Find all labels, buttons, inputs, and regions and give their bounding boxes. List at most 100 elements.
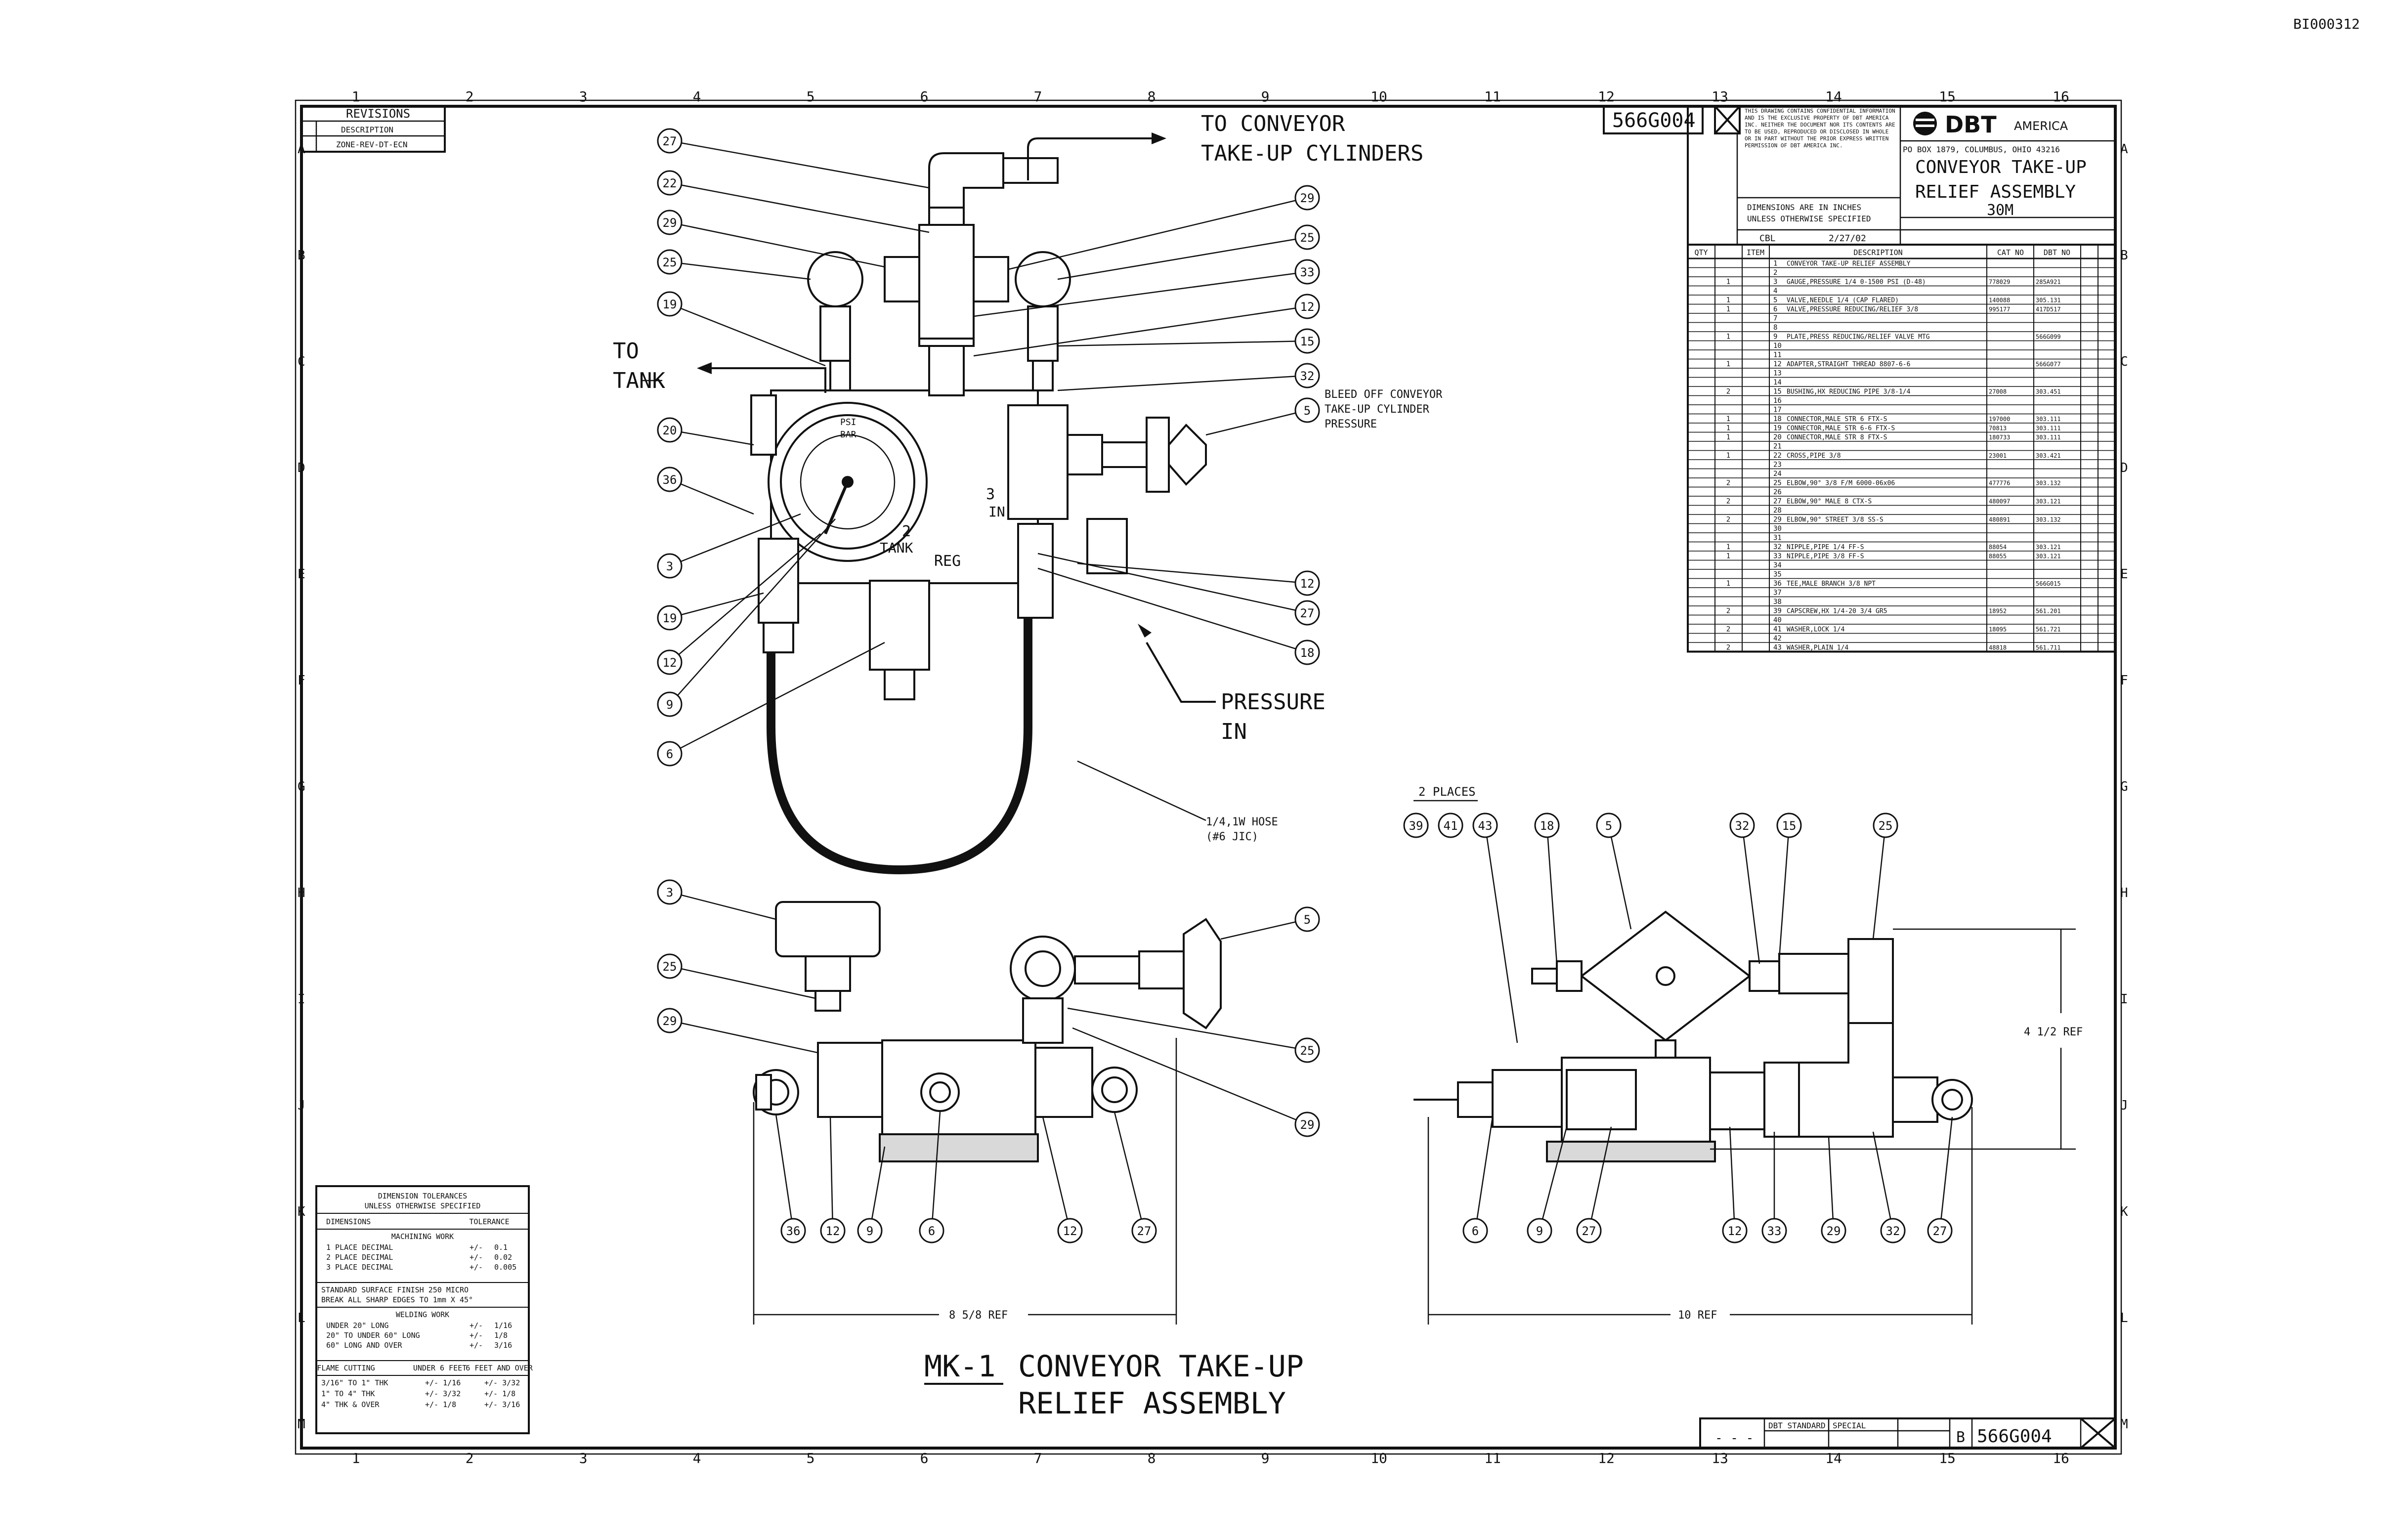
bom-item: 34 — [1773, 561, 1782, 569]
tolerance-text: 6 FEET AND OVER — [466, 1364, 533, 1372]
grid-column-label: 12 — [1598, 88, 1615, 105]
item-balloon-number: 6 — [928, 1224, 935, 1238]
grid-row-label: C — [298, 354, 305, 369]
pressure-in-line-2: IN — [1221, 719, 1247, 744]
bom-item: 38 — [1773, 598, 1782, 606]
bom-item: 37 — [1773, 589, 1782, 597]
bom-qty: 2 — [1726, 644, 1730, 652]
bom-cat-no: 477776 — [1989, 480, 2010, 487]
item-balloon — [857, 1218, 883, 1243]
tolerance-text: WELDING WORK — [396, 1310, 449, 1319]
dim-4-1-2-ref: 4 1/2 REF — [2024, 1026, 2083, 1038]
to-conveyor-line-2: TAKE-UP CYLINDERS — [1201, 141, 1423, 166]
item-balloon-number: 6 — [666, 747, 673, 761]
bom-cat-no: 88055 — [1989, 553, 2007, 560]
item-balloon — [657, 741, 683, 767]
bom-item: 23 — [1773, 461, 1782, 469]
bom-dbt-no: 285A921 — [2036, 279, 2061, 286]
bom-item: 13 — [1773, 370, 1782, 378]
bom-header: DESCRIPTION — [1853, 248, 1902, 257]
item-balloon-number: 12 — [663, 656, 677, 670]
grid-column-label: 14 — [1825, 88, 1842, 105]
item-balloon — [1472, 813, 1498, 838]
sheet-border-outer — [295, 99, 2122, 1455]
item-balloon-number: 22 — [663, 176, 677, 190]
grid-column-label: 9 — [1261, 88, 1270, 105]
bom-dbt-no: 303.111 — [2036, 434, 2061, 441]
tolerance-text: 20" TO UNDER 60" LONG — [326, 1331, 420, 1340]
item-balloon-number: 3 — [666, 559, 673, 573]
tolerance-text: 0.1 — [494, 1243, 508, 1252]
grid-row-label: D — [298, 461, 305, 475]
tolerance-text: +/- — [470, 1253, 483, 1262]
bom-item: 32 — [1773, 543, 1782, 551]
bom-qty: 1 — [1726, 553, 1730, 560]
bom-qty: 2 — [1726, 516, 1730, 524]
bom-dbt-no: 303.421 — [2036, 452, 2061, 459]
bom-description: BUSHING,HX REDUCING PIPE 3/8-1/4 — [1787, 388, 1911, 396]
bom-description: CONVEYOR TAKE-UP RELIEF ASSEMBLY — [1787, 260, 1911, 268]
bom-item: 15 — [1773, 388, 1782, 396]
item-balloon — [1880, 1218, 1906, 1243]
item-balloon-number: 39 — [1409, 819, 1423, 833]
item-balloon — [1294, 570, 1320, 596]
tolerance-text: UNLESS OTHERWISE SPECIFIED — [365, 1201, 481, 1210]
bom-qty: 1 — [1726, 415, 1730, 423]
bottom-rev: B — [1956, 1429, 1965, 1446]
grid-column-label: 4 — [693, 1450, 701, 1466]
bom-qty: 1 — [1726, 360, 1730, 368]
tolerance-text: BREAK ALL SHARP EDGES TO 1mm X 45° — [321, 1295, 473, 1304]
item-balloon-number: 5 — [1304, 404, 1311, 418]
item-balloon — [657, 128, 683, 154]
item-balloon — [657, 210, 683, 235]
bom-qty: 2 — [1726, 498, 1730, 506]
bleed-note-line-2: TAKE-UP CYLINDER — [1325, 403, 1430, 416]
bom-dbt-no: 303.132 — [2036, 516, 2061, 523]
tolerance-text: 4" THK & OVER — [321, 1400, 380, 1409]
bom-cat-no: 778029 — [1989, 279, 2010, 286]
item-balloon-number: 29 — [1300, 1118, 1315, 1132]
bom-header: ITEM — [1747, 248, 1764, 257]
grid-row-label: G — [298, 779, 305, 794]
item-balloon — [1057, 1218, 1083, 1243]
bom-description: CAPSCREW,HX 1/4-20 3/4 GR5 — [1787, 608, 1887, 615]
bom-item: 16 — [1773, 397, 1782, 405]
item-balloon — [657, 291, 683, 317]
bom-item: 11 — [1773, 351, 1782, 359]
bom-description: VALVE,NEEDLE 1/4 (CAP FLARED) — [1787, 297, 1899, 304]
grid-row-label: E — [2120, 567, 2128, 582]
item-balloon — [1534, 813, 1560, 838]
item-balloon-number: 9 — [1536, 1224, 1543, 1238]
bom-item: 9 — [1773, 333, 1777, 341]
item-balloon — [1596, 813, 1622, 838]
grid-column-label: 8 — [1148, 88, 1156, 105]
item-balloons: 2722292519203631912962925331215325122718… — [657, 128, 1953, 1243]
item-balloon-number: 3 — [666, 886, 673, 899]
bom-item: 40 — [1773, 616, 1782, 624]
item-balloon-number: 36 — [663, 473, 677, 487]
top-view: PSI BAR REG 2 TANK 3 IN — [613, 111, 1443, 875]
item-balloon — [1294, 224, 1320, 250]
item-balloon-number: 12 — [1063, 1224, 1077, 1238]
dim-10-ref: 10 REF — [1678, 1309, 1717, 1322]
grid-row-label: G — [2120, 779, 2128, 794]
item-balloon — [1294, 397, 1320, 423]
bom-cat-no: 23001 — [1989, 452, 2007, 459]
grid-column-label: 5 — [807, 1450, 815, 1466]
tolerance-text: +/- — [470, 1331, 483, 1340]
bom-item: 26 — [1773, 488, 1782, 496]
bom-qty: 2 — [1726, 479, 1730, 487]
grid-column-label: 16 — [2053, 1450, 2069, 1466]
item-balloon — [1294, 600, 1320, 626]
grid-column-label: 7 — [1034, 88, 1042, 105]
grid-column-label: 10 — [1370, 1450, 1387, 1466]
tolerance-text: DIMENSION TOLERANCES — [378, 1192, 468, 1200]
model-number: 30M — [1987, 202, 2013, 219]
grid-row-label: L — [2120, 1311, 2128, 1326]
bom-item: 30 — [1773, 525, 1782, 533]
tolerance-text: 3/16 — [494, 1341, 512, 1350]
grid-column-label: 10 — [1370, 88, 1387, 105]
bom-dbt-no: 561.201 — [2036, 608, 2061, 615]
